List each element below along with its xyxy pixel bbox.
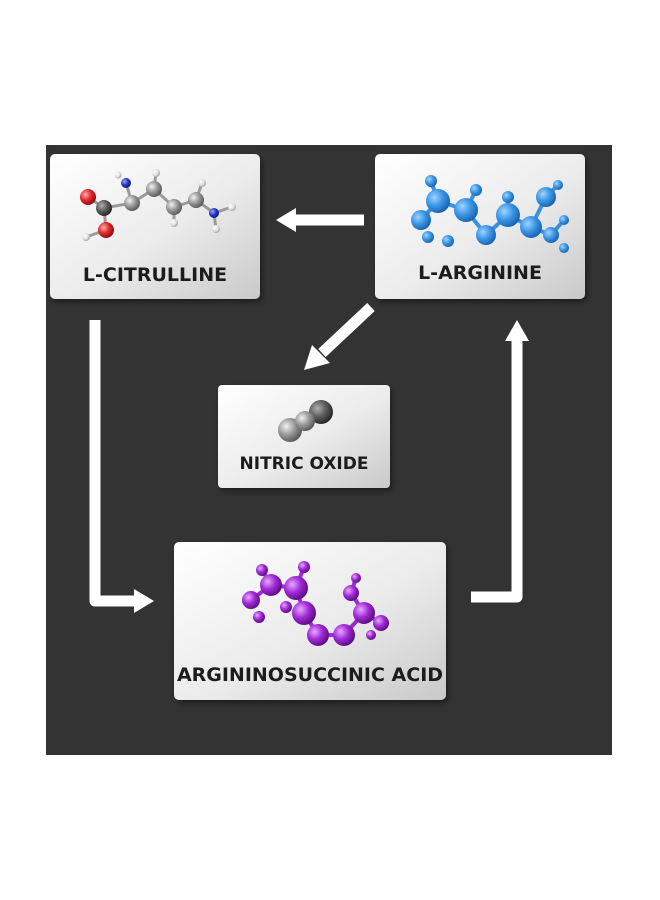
node-l-arginine: L-ARGININE bbox=[375, 154, 585, 299]
citrulline-label: L-CITRULLINE bbox=[83, 264, 227, 286]
arrow-arginine-to-nitric-oxide bbox=[304, 302, 375, 370]
arginine-label: L-ARGININE bbox=[418, 262, 542, 284]
cycle-diagram: L-CITRULLINE bbox=[50, 154, 585, 700]
nitric-oxide-molecule-icon bbox=[278, 400, 333, 442]
arrow-arginine-to-citrulline bbox=[276, 208, 364, 232]
citrulline-molecule-icon bbox=[80, 169, 236, 241]
arrow-citrulline-to-argininosuccinic bbox=[89, 320, 154, 613]
arginine-molecule-icon bbox=[411, 175, 569, 253]
nitric-oxide-label: NITRIC OXIDE bbox=[240, 454, 369, 474]
node-l-citrulline: L-CITRULLINE bbox=[50, 154, 260, 299]
nitric-oxide-box bbox=[218, 385, 390, 488]
node-argininosuccinic-acid: ARGININOSUCCINIC ACID bbox=[174, 542, 446, 700]
node-nitric-oxide: NITRIC OXIDE bbox=[218, 385, 390, 488]
argininosuccinic-molecule-icon bbox=[242, 561, 389, 646]
argininosuccinic-label: ARGININOSUCCINIC ACID bbox=[177, 664, 443, 686]
arrow-argininosuccinic-to-arginine bbox=[471, 320, 529, 603]
diagram-panel: L-CITRULLINE bbox=[46, 145, 612, 755]
citrulline-box bbox=[50, 154, 260, 299]
